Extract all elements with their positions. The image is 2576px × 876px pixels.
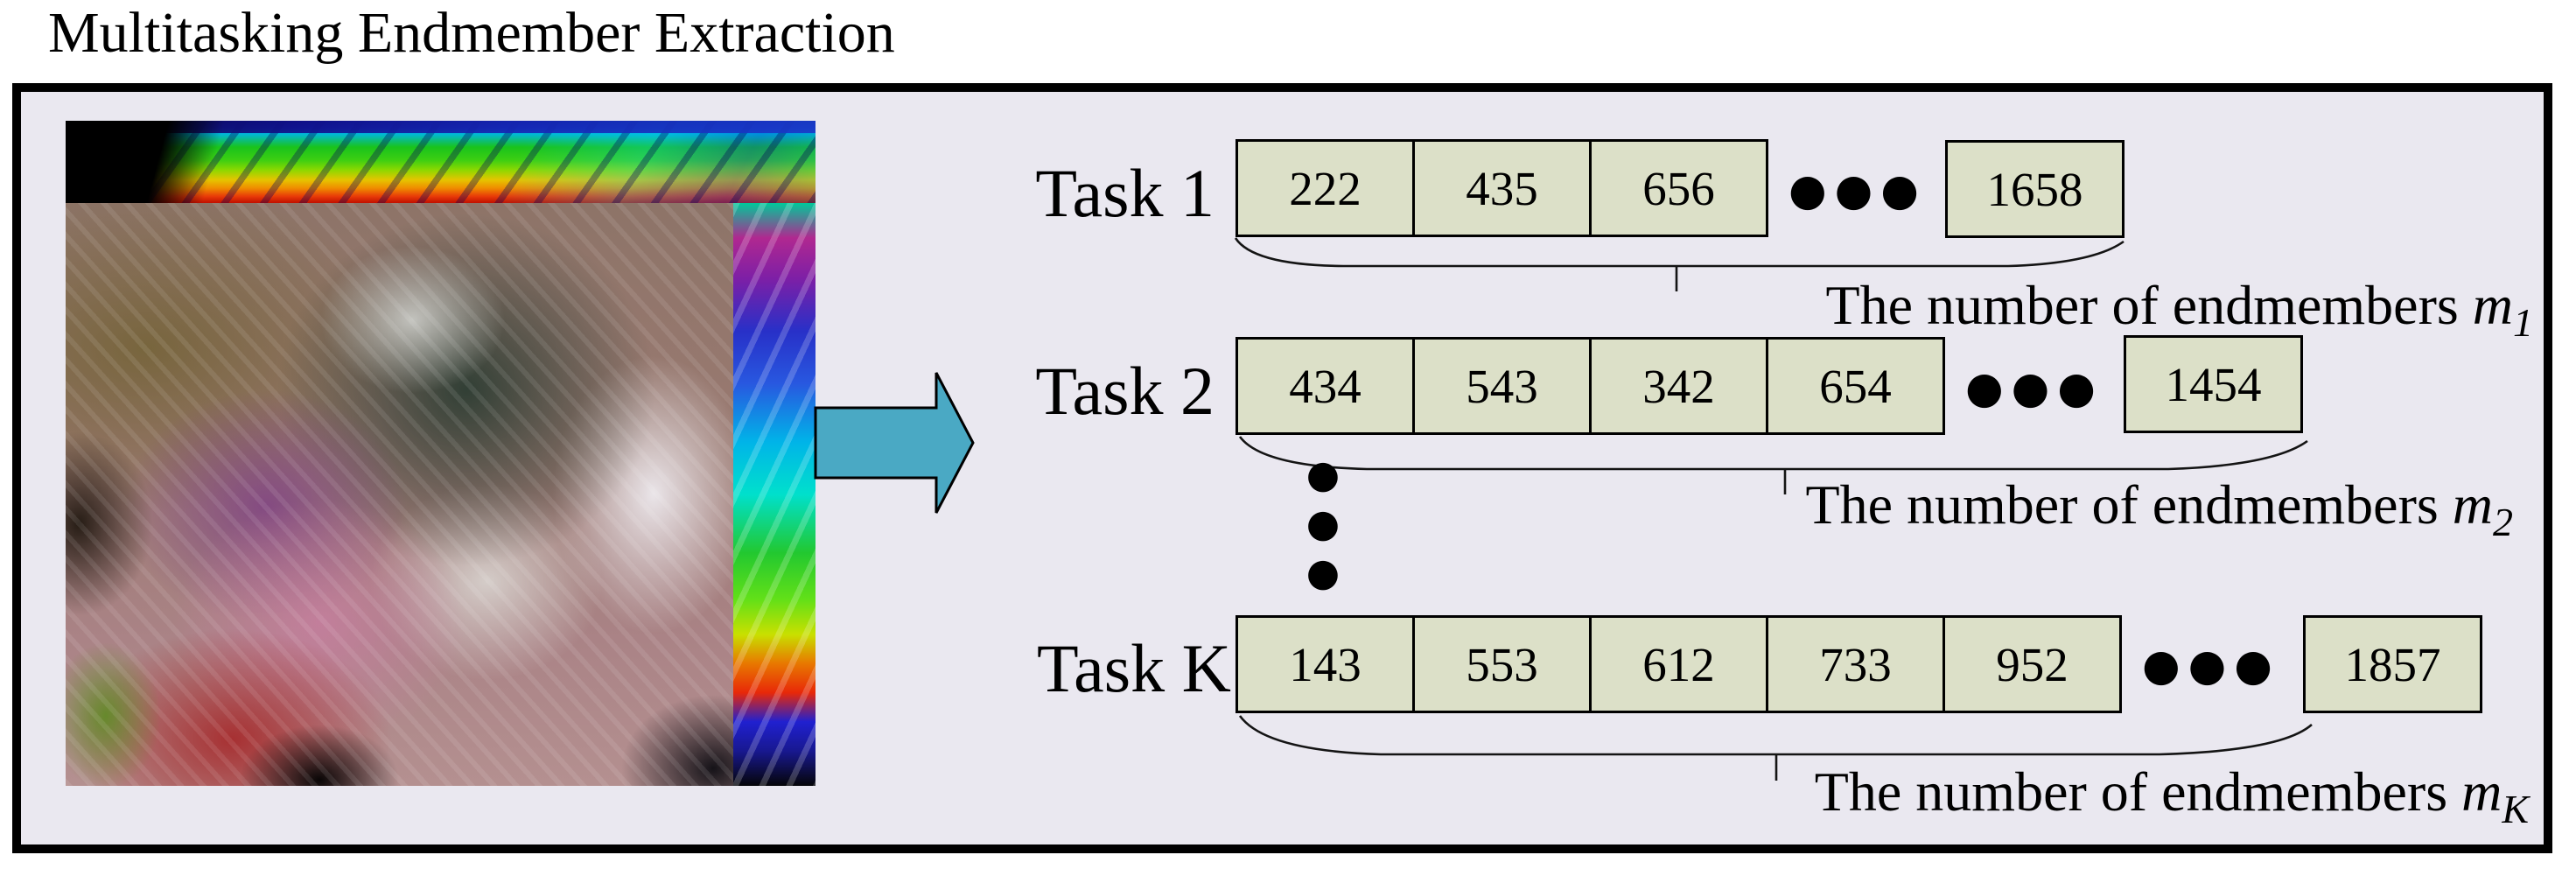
vertical-ellipsis-dots: ● ● ● — [1306, 452, 1340, 595]
task2-ellipsis-dots: ●●● — [1965, 362, 2104, 413]
task1-caption-var: m — [2472, 274, 2513, 336]
taskK-cell: 733 — [1766, 615, 1945, 713]
figure-title: Multitasking Endmember Extraction — [48, 1, 895, 65]
taskK-ellipsis-dots: ●●● — [2142, 640, 2280, 690]
task2-cells: 434 543 342 654 — [1236, 337, 1945, 435]
cube-top-shadow — [66, 121, 231, 203]
taskK-cell: 143 — [1236, 615, 1415, 713]
cube-top-blue-strip — [66, 121, 816, 134]
cube-body — [66, 203, 816, 786]
taskK-cell: 952 — [1942, 615, 2122, 713]
task2-cell: 434 — [1236, 337, 1415, 435]
task1-cells: 222 435 656 — [1236, 139, 1768, 237]
task2-cell: 543 — [1412, 337, 1592, 435]
task2-caption-var: m — [2452, 473, 2493, 536]
task2-cell: 342 — [1589, 337, 1768, 435]
task2-caption-text: The number of endmembers — [1805, 473, 2453, 536]
cube-front-face-scene — [66, 203, 733, 786]
hyperspectral-cube-image — [66, 121, 816, 786]
cube-top-face — [66, 121, 816, 203]
taskK-label: Task K — [1036, 630, 1231, 706]
task1-caption: The number of endmembers m1 — [1825, 273, 2533, 342]
task2-cell: 654 — [1766, 337, 1945, 435]
task1-label: Task 1 — [1035, 155, 1214, 231]
taskK-cell: 612 — [1589, 615, 1768, 713]
task1-ellipsis-dots: ●●● — [1788, 165, 1927, 215]
task1-last-cell: 1658 — [1945, 140, 2124, 238]
task2-caption: The number of endmembers m2 — [1805, 473, 2513, 542]
task1-caption-text: The number of endmembers — [1825, 274, 2473, 336]
taskK-caption: The number of endmembers mK — [1814, 760, 2529, 829]
taskK-last-cell: 1857 — [2303, 615, 2482, 713]
taskK-caption-sub: K — [2502, 786, 2529, 831]
task2-label: Task 2 — [1035, 353, 1214, 429]
task1-cell: 222 — [1236, 139, 1415, 237]
task1-cell: 435 — [1412, 139, 1592, 237]
taskK-cell: 553 — [1412, 615, 1592, 713]
task2-caption-sub: 2 — [2493, 499, 2513, 544]
task1-cell: 656 — [1589, 139, 1768, 237]
cube-side-rainbow-strip — [733, 203, 816, 786]
taskK-cells: 143 553 612 733 952 — [1236, 615, 2122, 713]
taskK-caption-text: The number of endmembers — [1814, 760, 2462, 823]
taskK-caption-var: m — [2461, 760, 2502, 823]
task1-caption-sub: 1 — [2513, 299, 2533, 345]
task2-last-cell: 1454 — [2124, 335, 2303, 433]
